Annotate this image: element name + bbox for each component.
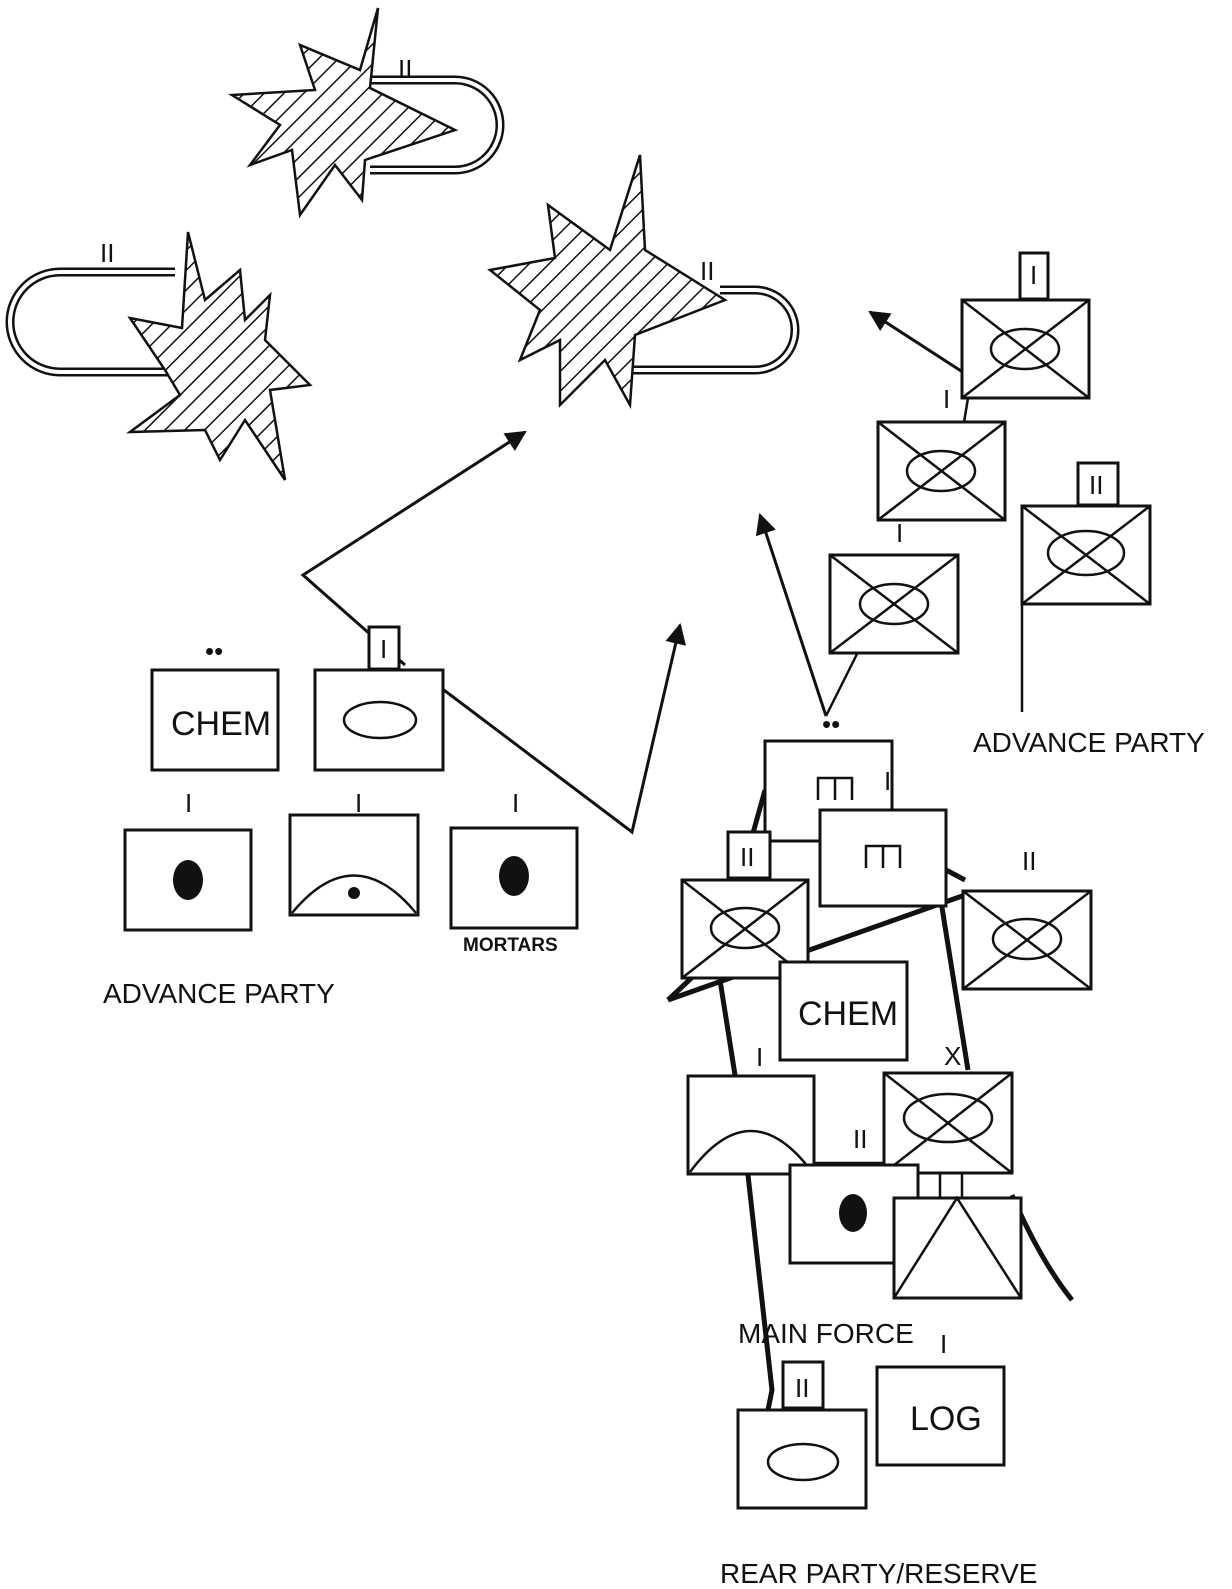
artillery-left-echelon: I [355, 788, 362, 818]
rear-recon-unit [736, 1408, 868, 1510]
rear-recon-echelon: II [795, 1373, 809, 1403]
infantry-left-echelon: I [185, 788, 192, 818]
advance-party-right-group: I I I II [755, 251, 1205, 758]
recon-oval-icon [342, 700, 418, 740]
rear-recon-oval-icon [766, 1442, 840, 1482]
artillery-main-echelon: I [756, 1042, 763, 1072]
engineer-mid-icon [864, 844, 902, 868]
armored-recon-unit-right [1020, 504, 1152, 606]
mortar-dot-icon [499, 856, 529, 896]
infantry-main-dot-icon [839, 1194, 867, 1232]
artillery-dot-icon [348, 887, 360, 899]
chem-unit-left [150, 668, 280, 772]
chem-unit-main [778, 960, 909, 1062]
main-armored-left-echelon: II [740, 842, 754, 872]
armored-recon-mid-echelon: I [943, 384, 950, 414]
main-force-label: MAIN FORCE [738, 1318, 914, 1349]
engineer-mid-echelon: I [884, 766, 891, 796]
enemy-left-echelon: II [100, 238, 114, 268]
armored-recon-unit-top [960, 298, 1091, 400]
engineer-top-icon [816, 776, 854, 800]
log-unit [875, 1365, 1006, 1467]
main-armored-tab-left [726, 830, 772, 880]
enemy-unit-top: II [228, 7, 505, 219]
enemy-unit-center: II [487, 154, 800, 410]
enemy-unit-left: II [5, 231, 313, 481]
advance-route-arrow-lower [419, 622, 686, 835]
chem-left-echelon: •• [205, 636, 223, 666]
rear-party-group: II I LOG REAR PARTY/RESERVE [720, 1329, 1037, 1589]
mortars-echelon: I [512, 788, 519, 818]
armored-recon-right-echelon: II [1089, 470, 1103, 500]
armored-recon-top-echelon: I [1030, 260, 1037, 290]
mortars-label: MORTARS [463, 935, 558, 956]
advance-route-arrow-upper [300, 430, 527, 667]
rear-party-label: REAR PARTY/RESERVE [720, 1558, 1037, 1589]
artillery-unit-main [686, 1074, 816, 1176]
armored-recon-low-echelon: I [896, 518, 903, 548]
artillery-main-arc-icon [688, 1129, 814, 1173]
infantry-dot-icon [173, 860, 203, 900]
advance-party-left-group: •• CHEM I I I I MORTARS ADVANCE PARTY [103, 430, 686, 1009]
recon-unit-echelon: I [380, 634, 387, 664]
main-armored-unit-right [961, 889, 1093, 991]
armored-recon-unit-mid [876, 420, 1007, 522]
chem-left-label: CHEM [171, 705, 271, 743]
enemy-center-echelon: II [700, 256, 714, 286]
artillery-unit-left [288, 813, 420, 917]
main-force-group: •• I II II CHEM I X [666, 709, 1093, 1411]
log-label: LOG [910, 1400, 982, 1438]
engineer-top-echelon: •• [822, 709, 840, 739]
command-unit-main [892, 1195, 1023, 1300]
rear-recon-tab [781, 1360, 825, 1410]
advance-right-arrow-left [755, 513, 828, 717]
artillery-arc-icon [291, 874, 417, 914]
advance-right-arrow-top [868, 310, 976, 382]
infantry-main-echelon: II [853, 1124, 867, 1154]
advance-party-right-label: ADVANCE PARTY [973, 727, 1205, 758]
brigade-armored-unit [882, 1071, 1014, 1175]
enemy-top-echelon: II [398, 54, 412, 84]
armored-recon-unit-low [828, 553, 960, 655]
advance-party-left-label: ADVANCE PARTY [103, 978, 335, 1009]
log-echelon: I [940, 1329, 947, 1359]
main-armored-right-echelon: II [1022, 846, 1036, 876]
chem-main-label: CHEM [798, 995, 898, 1033]
recon-unit-left [313, 668, 445, 772]
brigade-echelon: X [944, 1041, 961, 1071]
